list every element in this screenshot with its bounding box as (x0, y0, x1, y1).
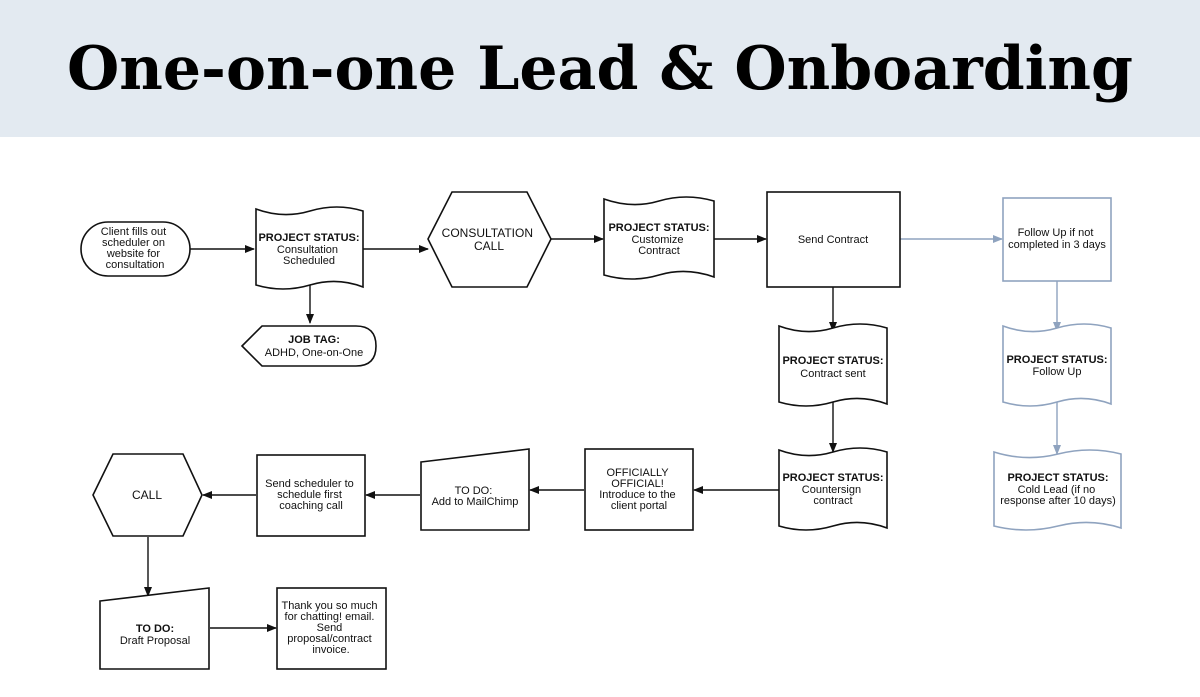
svg-text:Thank you so much for ch: Thank you so much for chatting! email. S… (281, 600, 380, 656)
svg-text:ADHD, One-on-One: ADHD, One-on-One (265, 347, 363, 359)
node-send-contract: Send Contract (766, 191, 901, 288)
svg-text:PROJECT STATUS:: PROJECT STATUS: (258, 232, 359, 244)
node-status-customize: PROJECT STATUS: Customize Contract (603, 196, 715, 280)
node-officially-official: OFFICIALLY OFFICIAL! Introduce to the cl… (584, 448, 694, 531)
node-status-follow-up: PROJECT STATUS: Follow Up (1002, 323, 1112, 407)
svg-text:Draft Proposal: Draft Proposal (120, 635, 190, 647)
node-thank-you: Thank you so much for chatting! email. S… (276, 587, 387, 670)
svg-text:PROJECT STATUS:: PROJECT STATUS: (782, 355, 883, 367)
svg-text:PROJECT STATUS:: PROJECT STATUS: (782, 472, 883, 484)
node-send-scheduler: Send scheduler to schedule first coachin… (256, 454, 366, 537)
svg-text:Countersign contract: Countersign contract (802, 484, 864, 507)
node-consultation-call: CONSULTATION CALL (427, 191, 552, 288)
header-banner (0, 0, 1200, 137)
svg-text:JOB TAG:: JOB TAG: (288, 334, 340, 346)
svg-text:TO DO:: TO DO: (136, 623, 174, 635)
node-todo-draft-proposal: TO DO: Draft Proposal (99, 587, 210, 670)
svg-text:Customize Contract: Customize Contract (631, 234, 686, 257)
node-status-consultation-scheduled: PROJECT STATUS: Consultation Scheduled (255, 206, 364, 290)
node-client-fills: Client fills out scheduler on website fo… (80, 221, 191, 277)
node-todo-mailchimp: TO DO: Add to MailChimp (420, 448, 530, 531)
svg-text:Consultation Scheduled: Consultation Scheduled (277, 244, 341, 267)
svg-text:PROJECT STATUS:: PROJECT STATUS: (608, 222, 709, 234)
svg-text:Cold Lead (if no respons: Cold Lead (if no response after 10 days) (1000, 484, 1116, 507)
svg-text:Follow Up if not complet: Follow Up if not completed in 3 days (1008, 227, 1106, 251)
svg-text:OFFICIALLY OFFICIAL!: OFFICIALLY OFFICIAL! Introduce to the cl… (599, 467, 679, 512)
svg-text:Send Contract: Send Contract (798, 234, 868, 246)
svg-text:Follow Up: Follow Up (1033, 366, 1082, 378)
svg-text:CALL: CALL (132, 488, 162, 502)
node-job-tag: JOB TAG: ADHD, One-on-One (240, 325, 377, 367)
connectors (144, 235, 1061, 632)
node-call: CALL (92, 453, 203, 537)
node-follow-up-if: Follow Up if not completed in 3 days (1002, 197, 1112, 282)
svg-text:Send scheduler to schedu: Send scheduler to schedule first coachin… (265, 478, 357, 512)
svg-text:TO DO: Add to MailChimp: TO DO: Add to MailChimp (432, 485, 519, 508)
svg-text:PROJECT STATUS:: PROJECT STATUS: (1006, 354, 1107, 366)
svg-text:Contract sent: Contract sent (800, 368, 865, 380)
page-title: One-on-one Lead & Onboarding (66, 33, 1134, 104)
svg-text:Client fills out schedul: Client fills out scheduler on website fo… (101, 226, 169, 271)
svg-text:CONSULTATION CALL: CONSULTATION CALL (442, 226, 537, 253)
svg-text:PROJECT STATUS:: PROJECT STATUS: (1007, 472, 1108, 484)
node-status-cold-lead: PROJECT STATUS: Cold Lead (if no respons… (993, 449, 1122, 531)
node-status-contract-sent: PROJECT STATUS: Contract sent (778, 323, 888, 407)
node-status-countersign: PROJECT STATUS: Countersign contract (778, 447, 888, 531)
